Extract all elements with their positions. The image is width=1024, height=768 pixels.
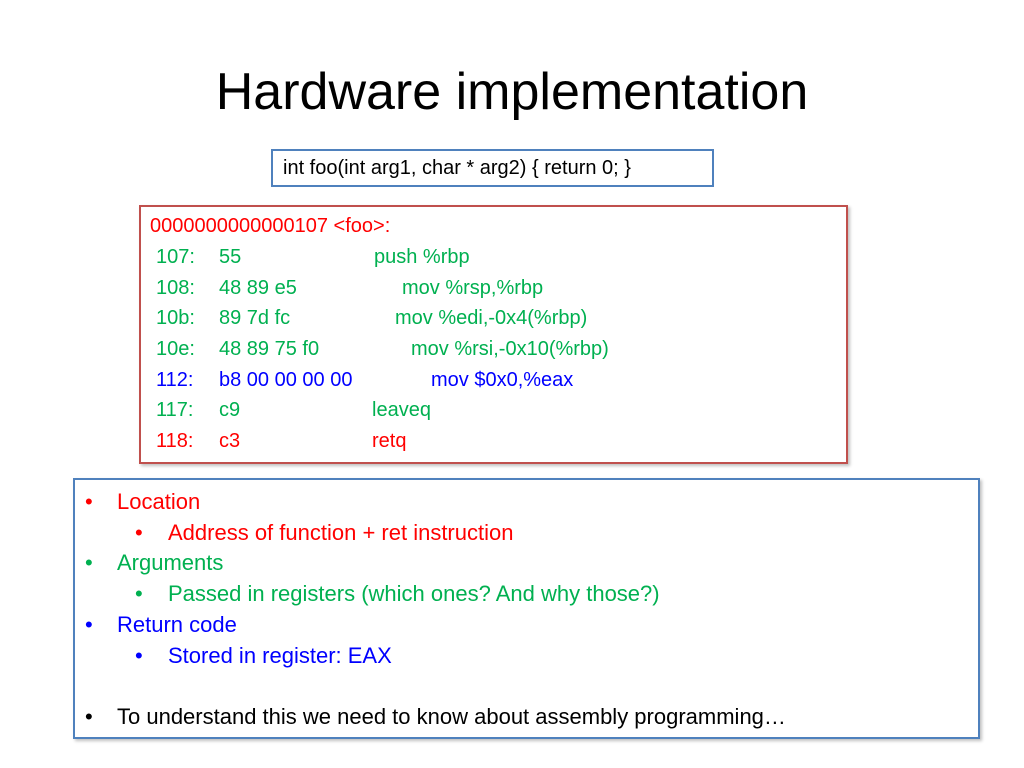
asm-address: 10e: <box>156 338 195 360</box>
asm-address: 118: <box>156 430 194 452</box>
asm-bytes: b8 00 00 00 00 <box>219 369 353 391</box>
bullet-text: Return code <box>117 612 237 637</box>
asm-address: 108: <box>156 277 195 299</box>
slide-title: Hardware implementation <box>215 63 809 121</box>
bullet-text: Stored in register: EAX <box>168 643 392 668</box>
notes-box: • Location • Address of function + ret i… <box>73 478 980 739</box>
asm-bytes: 89 7d fc <box>219 307 291 329</box>
bullet-text: To understand this we need to know about… <box>117 704 786 729</box>
asm-instruction: mov %rsi,-0x10(%rbp) <box>411 338 609 360</box>
asm-address: 112: <box>156 369 194 391</box>
asm-instruction: mov %rsp,%rbp <box>402 277 544 299</box>
function-signature-box: int foo(int arg1, char * arg2) { return … <box>271 149 714 187</box>
bullet-marker: • <box>85 612 93 637</box>
asm-line: 107: 55 push %rbp <box>141 246 846 276</box>
asm-line: 10e: 48 89 75 f0 mov %rsi,-0x10(%rbp) <box>141 338 846 368</box>
bullet-marker: • <box>85 704 93 729</box>
asm-bytes: c3 <box>219 430 241 452</box>
asm-bytes: 48 89 75 f0 <box>219 338 320 360</box>
bullet-marker: • <box>135 520 143 545</box>
bullet-text: Address of function + ret instruction <box>168 520 514 545</box>
bullet-marker: • <box>135 581 143 606</box>
asm-line: 118: c3 retq <box>141 430 846 460</box>
assembly-header: 0000000000000107 <foo>: <box>150 215 391 237</box>
asm-line: 112: b8 00 00 00 00 mov $0x0,%eax <box>141 369 846 399</box>
asm-address: 117: <box>156 399 194 421</box>
asm-line: 117: c9 leaveq <box>141 399 846 429</box>
asm-address: 107: <box>156 246 195 268</box>
bullet-marker: • <box>85 550 93 575</box>
asm-bytes: 55 <box>219 246 242 268</box>
assembly-listing-box: 0000000000000107 <foo>: 107: 55 push %rb… <box>139 205 848 464</box>
asm-line: 108: 48 89 e5 mov %rsp,%rbp <box>141 277 846 307</box>
asm-line: 10b: 89 7d fc mov %edi,-0x4(%rbp) <box>141 307 846 337</box>
bullet-text: Arguments <box>117 550 224 575</box>
asm-instruction: retq <box>372 430 407 452</box>
asm-bytes: c9 <box>219 399 241 421</box>
bullet-text: Passed in registers (which ones? And why… <box>168 581 660 606</box>
asm-instruction: leaveq <box>372 399 431 421</box>
bullet-marker: • <box>135 643 143 668</box>
asm-instruction: mov %edi,-0x4(%rbp) <box>395 307 588 329</box>
asm-address: 10b: <box>156 307 195 329</box>
bullet-marker: • <box>85 489 93 514</box>
asm-bytes: 48 89 e5 <box>219 277 297 299</box>
asm-instruction: mov $0x0,%eax <box>431 369 574 391</box>
asm-instruction: push %rbp <box>374 246 470 268</box>
bullet-text: Location <box>117 489 201 514</box>
